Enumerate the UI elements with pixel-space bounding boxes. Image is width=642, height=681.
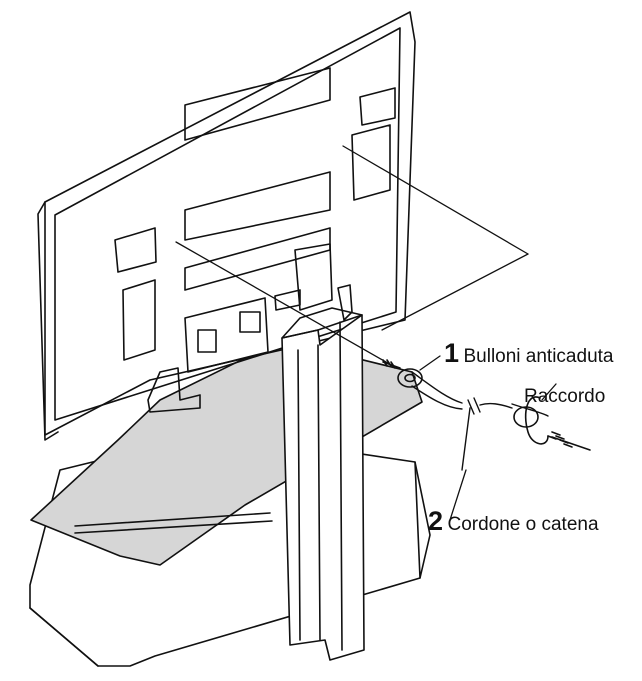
guide-lines [175,145,529,367]
callout-number-2: 2 [428,506,444,536]
callout-bolts: 1 Bulloni anticaduta [444,338,613,369]
callout-label-2: Cordone o catena [447,514,599,535]
callout-cord: 2 Cordone o catena [428,506,599,537]
callout-label-1: Bulloni anticaduta [463,346,614,367]
stand-pillar [147,243,365,661]
callout-label-connector: Raccordo [524,386,606,407]
cord-or-chain [411,371,549,471]
screw-hook-icon [513,396,591,451]
leader-lines [419,355,557,521]
eye-bolt-icon [382,359,423,388]
callout-number-1: 1 [444,338,460,368]
